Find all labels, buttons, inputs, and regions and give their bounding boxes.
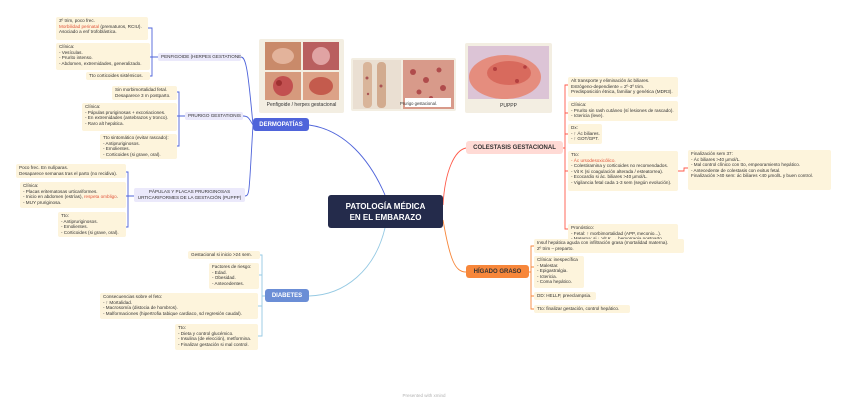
higado-dd: DD: HELLP, preeclampsia. — [534, 292, 596, 300]
connector-pupp — [244, 124, 254, 197]
skin-lesion-image — [265, 42, 339, 100]
branch-dermopatias[interactable]: DERMOPATÍAS — [253, 118, 309, 131]
prurigo-clinica: Clínica: - Pápulas pruriginosas + excori… — [82, 103, 177, 131]
colestasis-tratamiento: Tto: - Ác ursodesoxicólico. - Colestiram… — [568, 151, 678, 191]
branch-higado-graso[interactable]: HÍGADO GRASO — [466, 265, 529, 278]
photo-penfigoide: Penfigoide / herpes gestacional — [259, 39, 344, 113]
higado-tratamiento: Tto: finalizar gestación, control hepáti… — [534, 305, 630, 313]
photo-prurigo-caption: Prurigo gestacional. — [399, 101, 437, 106]
pupp-tratamiento: Tto: - Antipruriginosos. - Emolientes. -… — [58, 212, 126, 237]
branch-diabetes[interactable]: DIABETES — [265, 289, 309, 302]
prurigo-description: Sin morbimortalidad fetal. Desaparece 3 … — [112, 86, 177, 100]
connector-higado — [442, 219, 467, 273]
prurigo-tratamiento: Tto sintomático (evitar rascado): - Anti… — [100, 134, 177, 159]
pupp-description: Poco frec. En nulíparas. Desaparece sema… — [16, 164, 126, 178]
central-topic-line2: EN EL EMBARAZO — [349, 212, 422, 222]
pupp-clinica: Clínica: - Placas eritematosas urticarif… — [20, 182, 126, 208]
photo-pupp-caption: PUPPP — [500, 103, 517, 109]
footer-credit: Presented with xmind — [402, 393, 446, 398]
central-topic[interactable]: PATOLOGÍA MÉDICA EN EL EMBARAZO — [328, 195, 443, 228]
belly-image — [468, 46, 549, 99]
topic-pupp[interactable]: PÁPULAS Y PLACAS PRURIGINOSAS URTICARIFO… — [134, 188, 245, 202]
connector-penfigoide — [240, 56, 254, 126]
branch-colestasis[interactable]: COLESTASIS GESTACIONAL — [466, 141, 563, 154]
diabetes-gestacional: Gestacional si inicio >24 sem. — [188, 251, 260, 259]
photo-pupp: PUPPP — [465, 43, 552, 113]
connector-diabetes — [308, 227, 386, 297]
colestasis-clinica: Clínica: - Prurito sin rash cutáneo (sí … — [568, 101, 678, 121]
topic-penfigoide[interactable]: PENFIGOIDE (HERPES GESTATIONES) — [158, 53, 241, 61]
colestasis-dx: Dx: - ↑ Ác biliares. - ↑ GOT/GPT. — [568, 124, 602, 144]
higado-intro: Insuf hepática aguda con infiltración gr… — [534, 239, 684, 253]
higado-clinica: Clínica: inespecífica - Malestar. - Epig… — [534, 256, 584, 288]
penfigoide-tratamiento: Tto corticoides sistémicos. — [86, 72, 150, 80]
connector-dermopatias — [308, 124, 386, 196]
penfigoide-clinica: Clínica: - Vesículas. - Prurito intenso.… — [56, 43, 150, 70]
diabetes-factores-riesgo: Factores de riesgo: - Edad. - Obesidad. … — [209, 263, 259, 289]
diabetes-tratamiento: Tto: - Dieta y control glucémico. - Insu… — [175, 324, 258, 350]
colestasis-intro: Alt transporte y eliminación ác biliares… — [568, 77, 678, 97]
topic-prurigo[interactable]: PRURIGO GESTATIONIS — [185, 112, 243, 120]
photo-prurigo: Prurigo gestacional. — [351, 58, 456, 111]
colestasis-finalizacion: Finalización sem 37: - Ác biliares >40 μ… — [688, 150, 831, 190]
connector-colestasis — [442, 147, 467, 206]
connector-prurigo — [242, 115, 254, 126]
penfigoide-description: 3º trim, poco frec. Morbilidad perinatal… — [56, 17, 148, 40]
photo-penfigoide-caption: Penfigoide / herpes gestacional — [266, 102, 337, 108]
diabetes-consecuencias: Consecuencias sobre el feto: - ↑ Mortali… — [100, 293, 258, 319]
central-topic-line1: PATOLOGÍA MÉDICA — [345, 201, 426, 211]
legs-image — [353, 60, 454, 109]
